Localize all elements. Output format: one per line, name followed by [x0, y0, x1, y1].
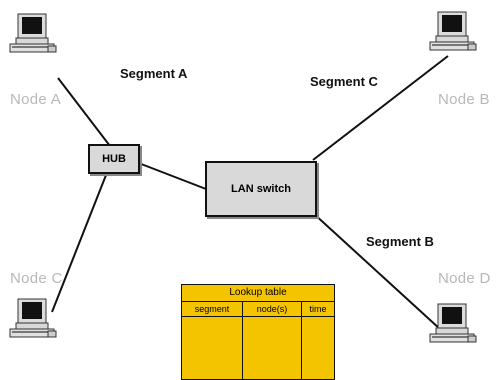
lookup-table-header: segment node(s) time — [182, 302, 334, 317]
hub-box: HUB — [88, 144, 140, 174]
lan-switch-box: LAN switch — [205, 161, 317, 217]
node-a-label: Node A — [10, 91, 62, 108]
column-header-nodes: node(s) — [243, 302, 302, 316]
column-time — [302, 317, 334, 379]
column-segment — [182, 317, 243, 379]
computer-icon — [9, 298, 57, 338]
node-b-label: Node B — [438, 91, 490, 108]
lookup-table: Lookup table segment node(s) time — [181, 284, 335, 380]
lookup-table-title: Lookup table — [182, 285, 334, 302]
link-switch-nodeB — [312, 55, 449, 161]
link-switch-nodeD — [312, 212, 453, 341]
column-nodes — [243, 317, 302, 379]
segment-b-label: Segment B — [366, 234, 434, 249]
node-c-label: Node C — [10, 270, 63, 287]
segment-a-label: Segment A — [120, 66, 188, 81]
lookup-table-body — [182, 317, 334, 379]
node-d-label: Node D — [438, 270, 491, 287]
computer-icon — [9, 13, 57, 53]
computer-icon — [429, 303, 477, 343]
link-hub-switch — [135, 161, 207, 190]
link-nodeA-hub — [57, 77, 111, 147]
column-header-time: time — [309, 304, 327, 314]
segment-c-label: Segment C — [310, 74, 378, 89]
column-header-segment: segment — [182, 302, 243, 316]
computer-icon — [429, 11, 477, 51]
link-hub-nodeC — [51, 169, 109, 313]
